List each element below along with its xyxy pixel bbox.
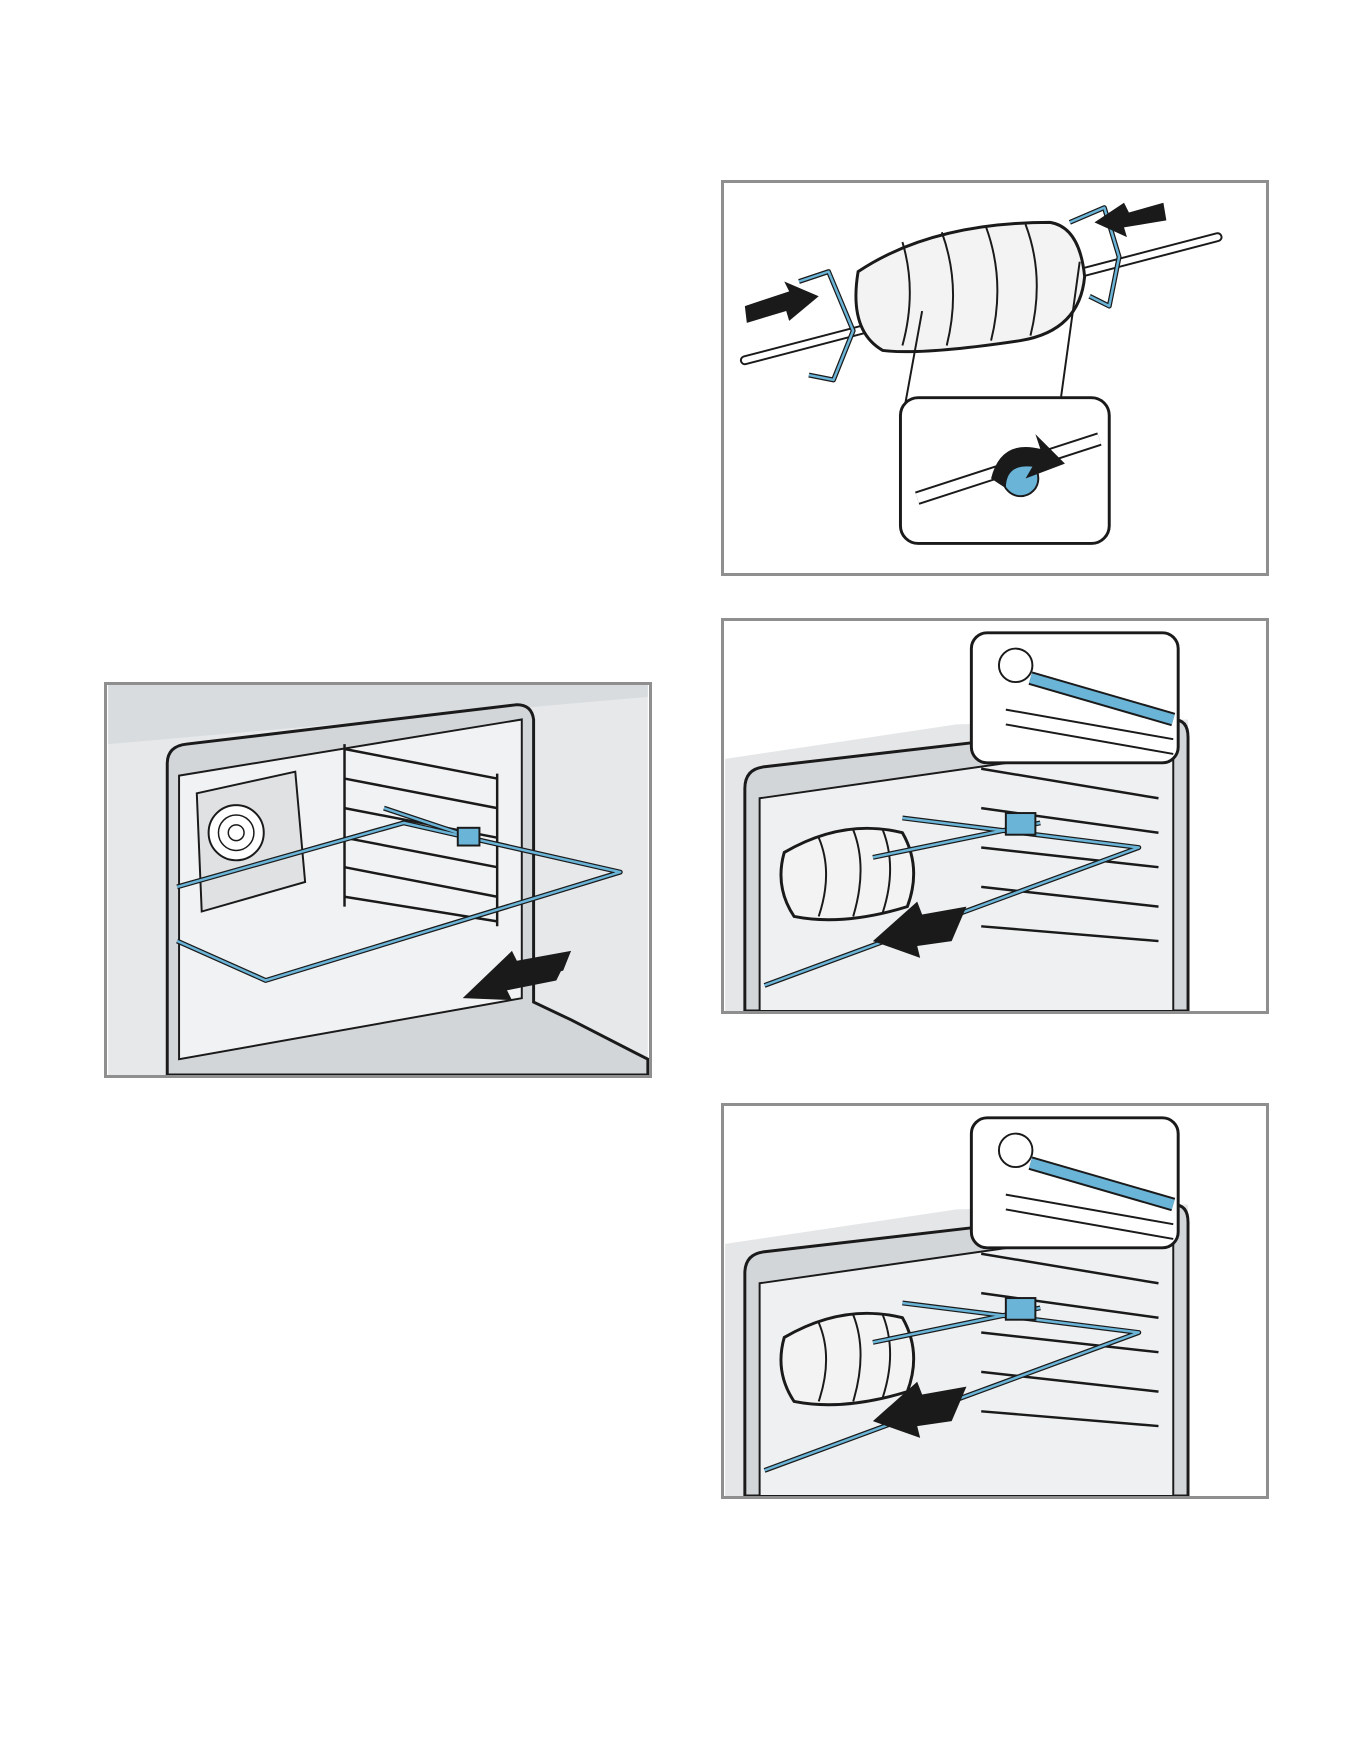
oven-rack-illustration bbox=[107, 685, 649, 1075]
spit-assembly-illustration bbox=[724, 183, 1266, 573]
spit-assembly-figure bbox=[721, 180, 1269, 576]
spit-in-oven-illustration-1 bbox=[724, 621, 1266, 1011]
spit-in-oven-illustration-2 bbox=[724, 1106, 1266, 1496]
spit-in-oven-figure-2 bbox=[721, 1103, 1269, 1499]
fan-icon bbox=[209, 805, 264, 860]
oven-rack-figure bbox=[104, 682, 652, 1078]
spit-in-oven-figure-1 bbox=[721, 618, 1269, 1014]
